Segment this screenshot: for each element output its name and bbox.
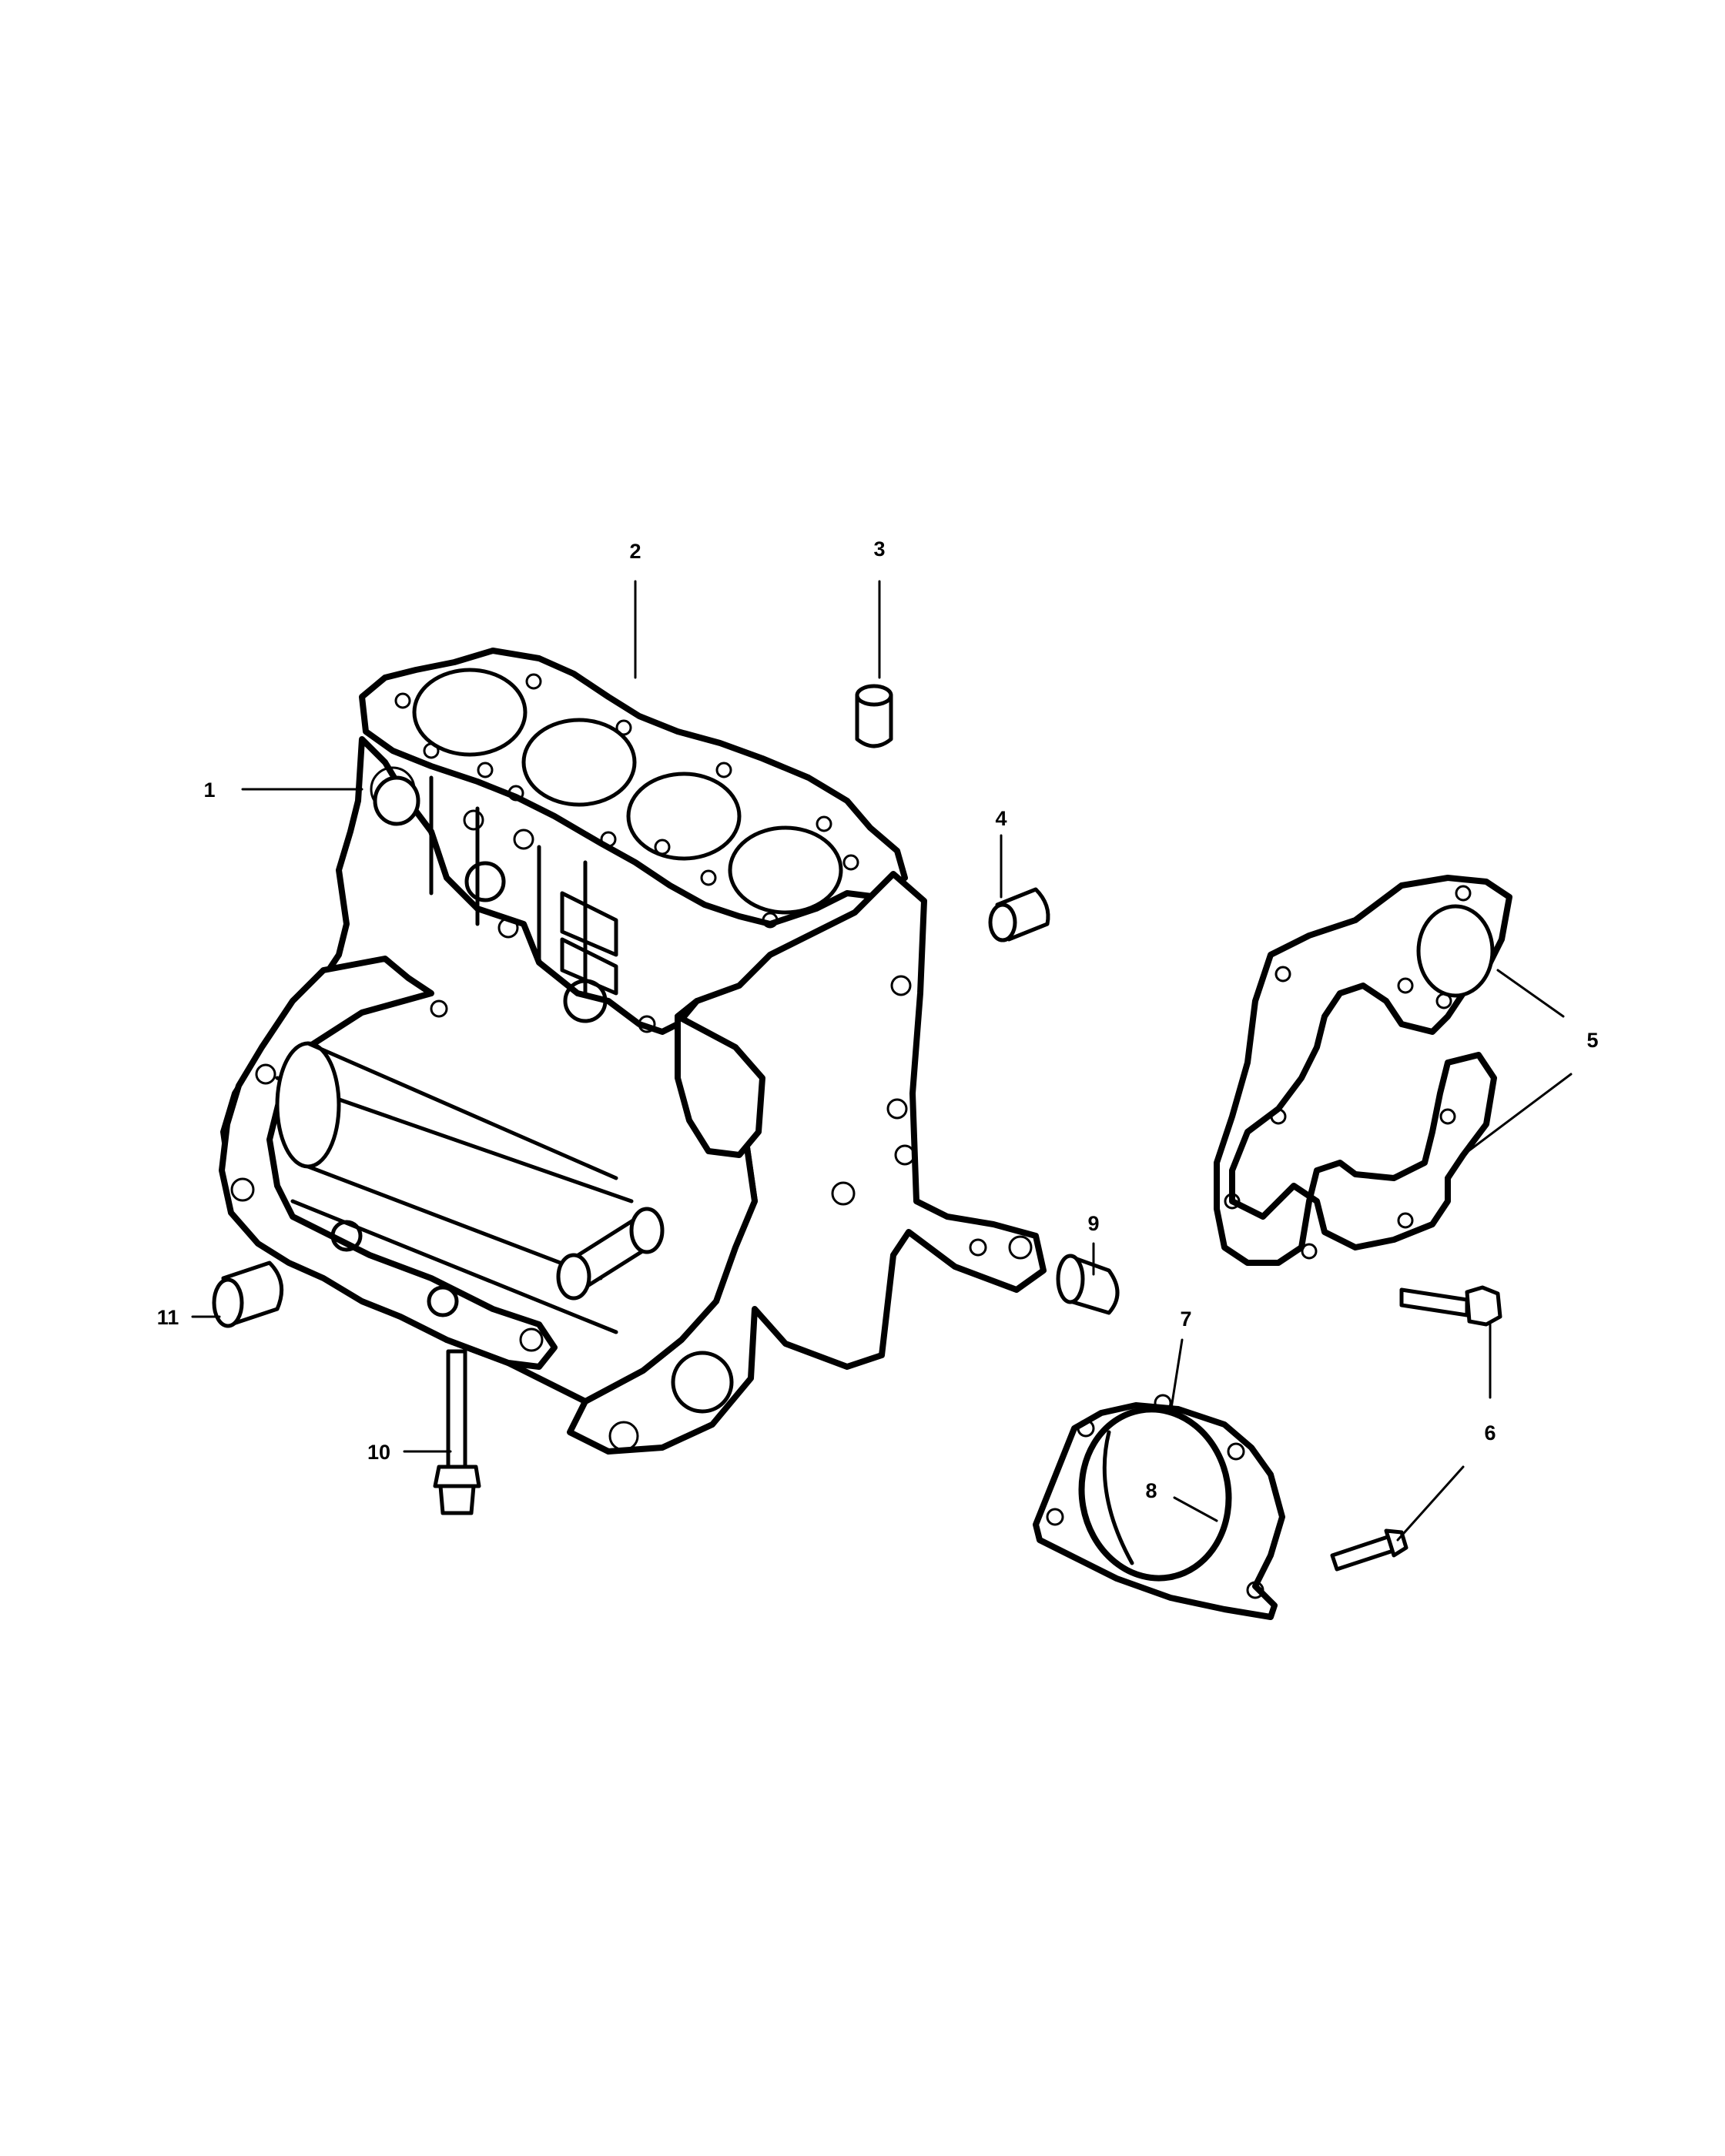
adapter-plate-part-5 (1214, 875, 1512, 1266)
seal-retainer-part-7 (1033, 1394, 1285, 1620)
dowel-pin-part-3 (855, 684, 893, 748)
bolt-part-10 (433, 1349, 481, 1515)
callout-4: 4 (995, 807, 1007, 830)
callout-3: 3 (873, 537, 885, 561)
bolt-part-6-lower (1330, 1528, 1408, 1572)
bolt-part-6-upper (1399, 1285, 1502, 1327)
callout-8: 8 (1145, 1479, 1157, 1502)
block-plug-part (373, 775, 420, 826)
callout-10: 10 (367, 1441, 390, 1464)
callout-1: 1 (203, 778, 215, 802)
callout-2: 2 (629, 540, 641, 563)
callout-7: 7 (1180, 1307, 1191, 1331)
cylinder-block (219, 648, 1047, 1455)
callout-6: 6 (1484, 1421, 1496, 1445)
leader-lines (191, 580, 1573, 1542)
core-plug-part-11 (212, 1260, 284, 1328)
callout-11: 11 (157, 1306, 179, 1329)
dowel-pin-part-4 (988, 887, 1050, 942)
dowel-part-9 (1056, 1254, 1120, 1315)
callout-labels: 1 2 3 4 5 6 7 8 9 10 11 (157, 537, 1599, 1502)
callout-9: 9 (1087, 1212, 1099, 1235)
callout-5: 5 (1586, 1029, 1598, 1052)
